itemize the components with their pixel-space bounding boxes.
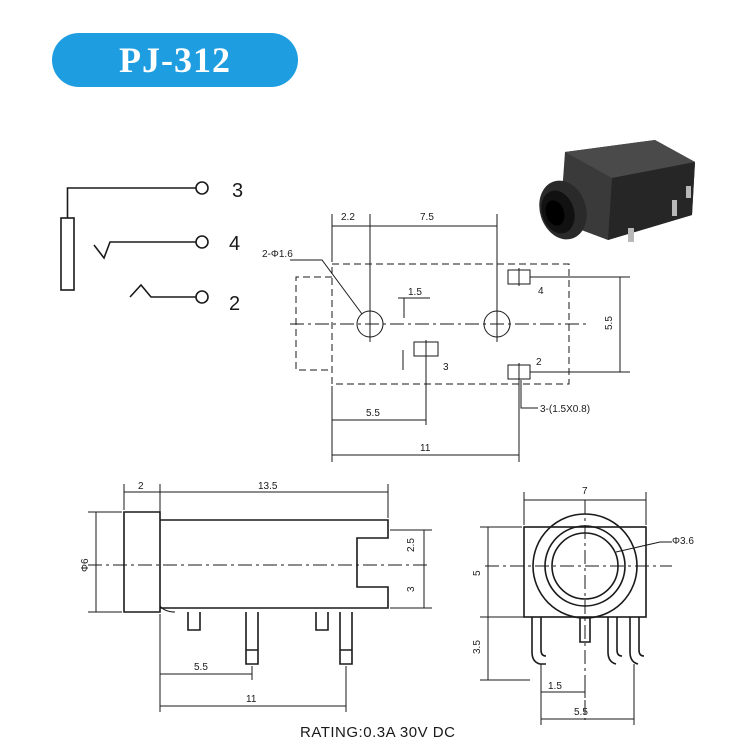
dim-front-width: 7 (582, 486, 588, 497)
dim-pin-gap: 1.5 (548, 681, 562, 692)
side-body (160, 519, 389, 609)
dim-dia: Φ6 (80, 558, 91, 572)
dim-total: 11 (246, 694, 257, 705)
dim-lip: 2 (138, 481, 144, 492)
dim-offset: 2.2 (341, 212, 355, 223)
dim-width: 11 (420, 443, 431, 454)
dim-hole: Φ3.6 (672, 536, 694, 547)
dim-pin-off: 5.5 (194, 662, 208, 673)
side-view: 2 13.5 Φ6 2.5 3 5.5 11 (80, 481, 432, 712)
dim-lower: 3 (406, 586, 417, 592)
dim-front-height: 5 (472, 570, 483, 576)
pin-4-label: 4 (229, 233, 240, 255)
footprint-view: 2.2 7.5 2-Φ1.6 1.5 4 3 2 5.5 3-(1.5X0.8)… (262, 212, 630, 462)
title-badge: PJ-312 (52, 33, 298, 87)
dim-length: 13.5 (258, 481, 278, 492)
dim-pitch: 7.5 (420, 212, 434, 223)
dim-leg: 3.5 (472, 640, 483, 654)
dim-pin2: 2 (536, 357, 542, 368)
dim-upper: 2.5 (406, 538, 417, 552)
jack-photo-icon (539, 140, 695, 242)
dim-height: 5.5 (604, 316, 615, 330)
dim-holes: 2-Φ1.6 (262, 249, 293, 260)
side-flange (123, 511, 161, 613)
dim-pin-span: 5.5 (574, 707, 588, 718)
schematic-symbol: 3 4 2 (60, 180, 243, 315)
dim-small: 1.5 (408, 287, 422, 298)
dim-half-width: 5.5 (366, 408, 380, 419)
front-view: 7 Φ3.6 5 3.5 1.5 5.5 (472, 486, 694, 725)
dim-pads: 3-(1.5X0.8) (540, 404, 590, 415)
dim-pin3: 3 (443, 362, 449, 373)
pin-3-label: 3 (232, 180, 243, 202)
dim-pin4: 4 (538, 286, 544, 297)
rating-label: RATING:0.3A 30V DC (300, 724, 455, 741)
pin-2-label: 2 (229, 293, 240, 315)
